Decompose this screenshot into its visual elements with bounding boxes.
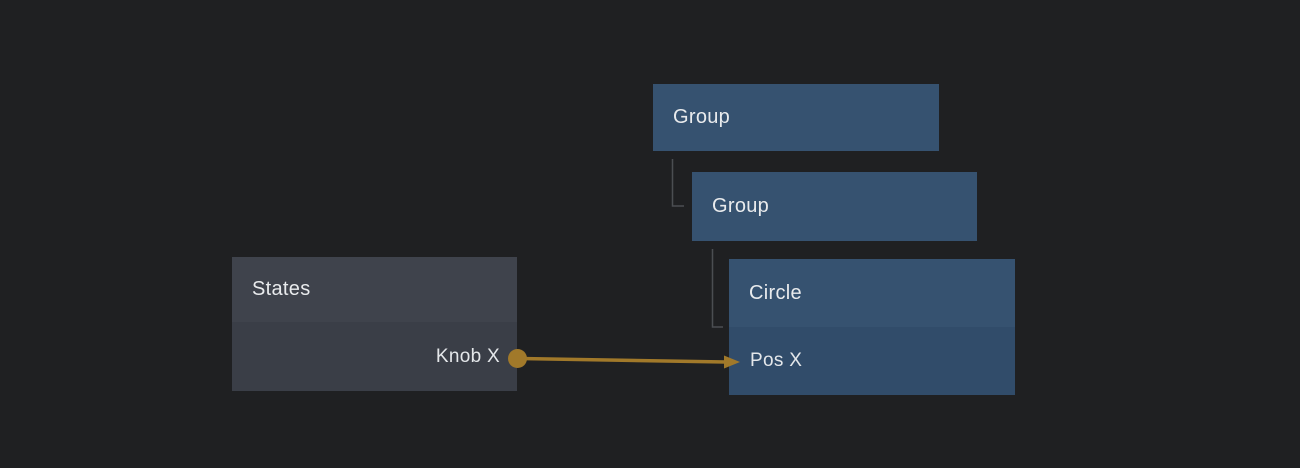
node-title: States xyxy=(252,278,311,300)
input-port-label: Pos X xyxy=(750,350,803,371)
tree-connector-group1-group2 xyxy=(671,159,684,207)
node-states[interactable]: States Knob X xyxy=(232,257,517,391)
node-header[interactable]: Group xyxy=(653,84,939,151)
node-circle[interactable]: Circle Pos X xyxy=(729,259,1015,395)
node-header[interactable]: Group xyxy=(692,172,977,241)
input-row-pos-x[interactable]: Pos X xyxy=(729,327,1015,395)
output-row-knob-x[interactable]: Knob X xyxy=(232,322,517,391)
node-group-1[interactable]: Group xyxy=(653,84,939,151)
wire-line[interactable] xyxy=(519,356,727,364)
node-title: Group xyxy=(712,195,770,217)
node-group-2[interactable]: Group xyxy=(692,172,977,241)
node-title: Group xyxy=(673,106,731,128)
node-header[interactable]: States xyxy=(232,257,517,322)
node-title: Circle xyxy=(749,281,802,304)
tree-connector-group2-circle xyxy=(711,249,723,328)
wire-knobx-to-posx[interactable] xyxy=(508,349,740,369)
node-header[interactable]: Circle xyxy=(729,259,1015,327)
output-port-label: Knob X xyxy=(435,345,500,367)
